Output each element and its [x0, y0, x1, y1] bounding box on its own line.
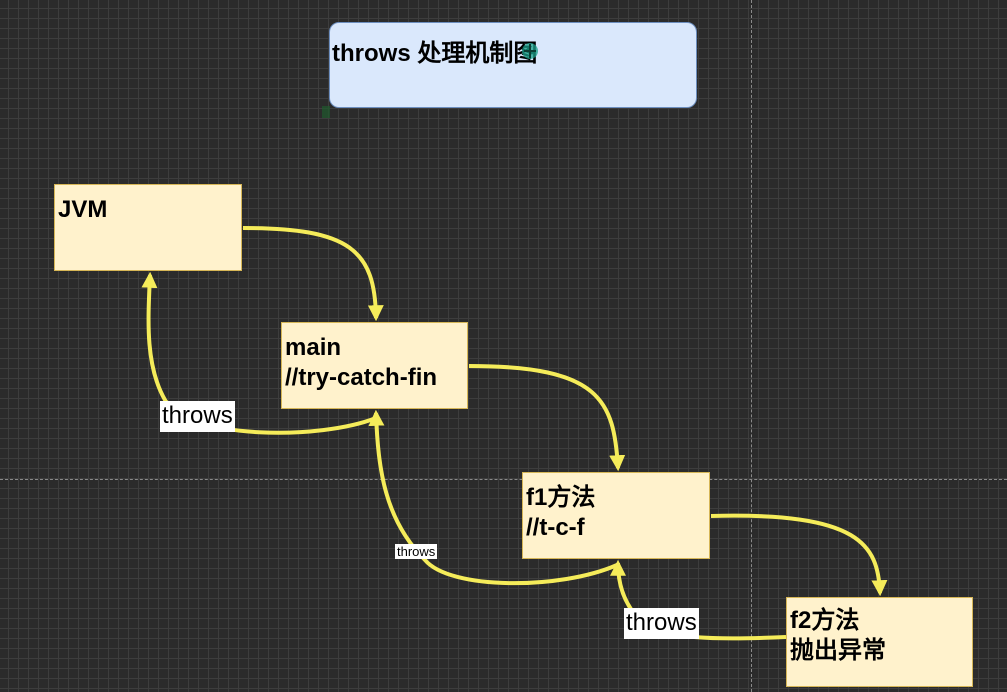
throws-label-main-to-jvm[interactable]: throws — [160, 401, 235, 432]
call-arrow-main-to-f1[interactable] — [468, 364, 626, 472]
f2-node-comment: 抛出异常 — [790, 637, 886, 664]
throws-arrow-f1-to-main[interactable] — [368, 409, 618, 586]
call-arrow-jvm-to-main[interactable] — [242, 226, 384, 322]
f1-node-comment: //t-c-f — [526, 514, 585, 541]
f1-node-label: f1方法 //t-c-f — [526, 483, 595, 543]
main-node-name: main — [285, 334, 342, 361]
call-arrow-f1-to-f2[interactable] — [710, 513, 888, 597]
move-cursor-icon — [522, 43, 538, 59]
f2-node-label: f2方法 抛出异常 — [790, 606, 886, 666]
throws-label-f2-to-f1[interactable]: throws — [624, 608, 699, 639]
f2-node-name: f2方法 — [790, 607, 860, 634]
main-node-label: main //try-catch-fin — [285, 333, 437, 393]
diagram-title: throws 处理机制图 — [332, 40, 538, 67]
main-node-comment: //try-catch-fin — [285, 364, 438, 391]
connection-anchor-marker — [322, 106, 330, 118]
f1-node-name: f1方法 — [526, 484, 596, 511]
title-shape[interactable]: throws 处理机制图 — [329, 22, 697, 108]
f1-node[interactable]: f1方法 //t-c-f — [522, 472, 710, 559]
throws-label-f1-to-main[interactable]: throws — [395, 544, 438, 559]
horizontal-page-guide — [0, 479, 1007, 480]
f2-node[interactable]: f2方法 抛出异常 — [786, 597, 973, 687]
jvm-node[interactable]: JVM — [54, 184, 242, 271]
jvm-node-label: JVM — [58, 196, 108, 223]
main-node[interactable]: main //try-catch-fin — [281, 322, 468, 409]
vertical-page-guide — [751, 0, 752, 692]
